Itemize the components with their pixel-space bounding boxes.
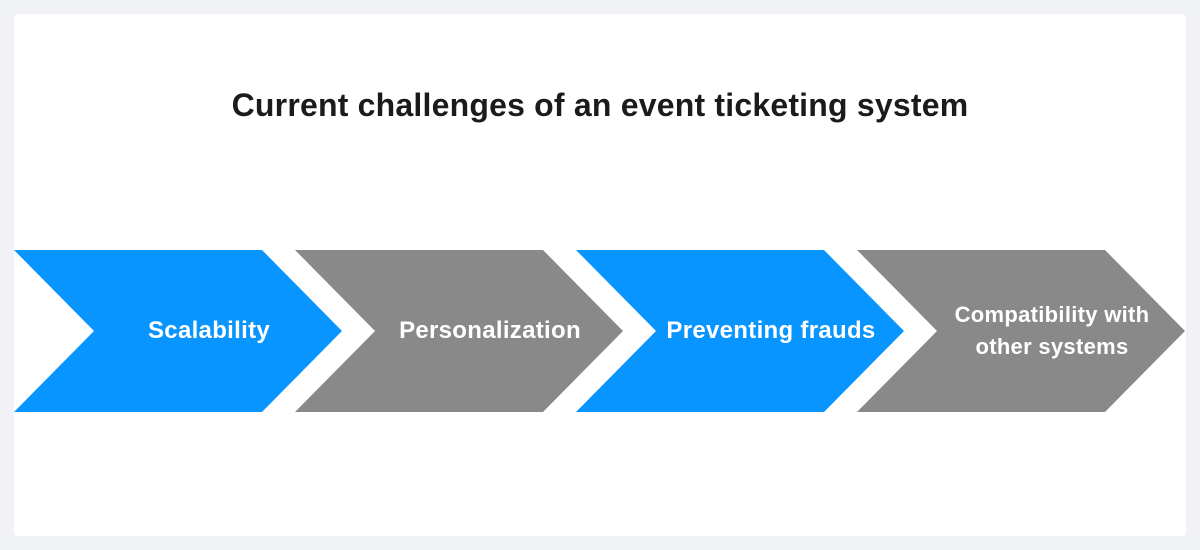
page-title: Current challenges of an event ticketing… bbox=[231, 87, 969, 123]
step-label: Preventing frauds bbox=[666, 316, 876, 344]
step-scalability: Scalability bbox=[14, 250, 342, 412]
step-label: Compatibility with other systems bbox=[954, 302, 1150, 359]
step-label: Scalability bbox=[147, 316, 271, 344]
content-card: Current challenges of an event ticketing… bbox=[14, 14, 1186, 536]
step-label: Personalization bbox=[399, 316, 581, 344]
chevron-process-row: Scalability Personalization Preventing f… bbox=[14, 250, 1186, 412]
step-preventing-frauds: Preventing frauds bbox=[576, 250, 904, 412]
step-compatibility: Compatibility with other systems bbox=[857, 250, 1185, 412]
step-personalization: Personalization bbox=[295, 250, 623, 412]
